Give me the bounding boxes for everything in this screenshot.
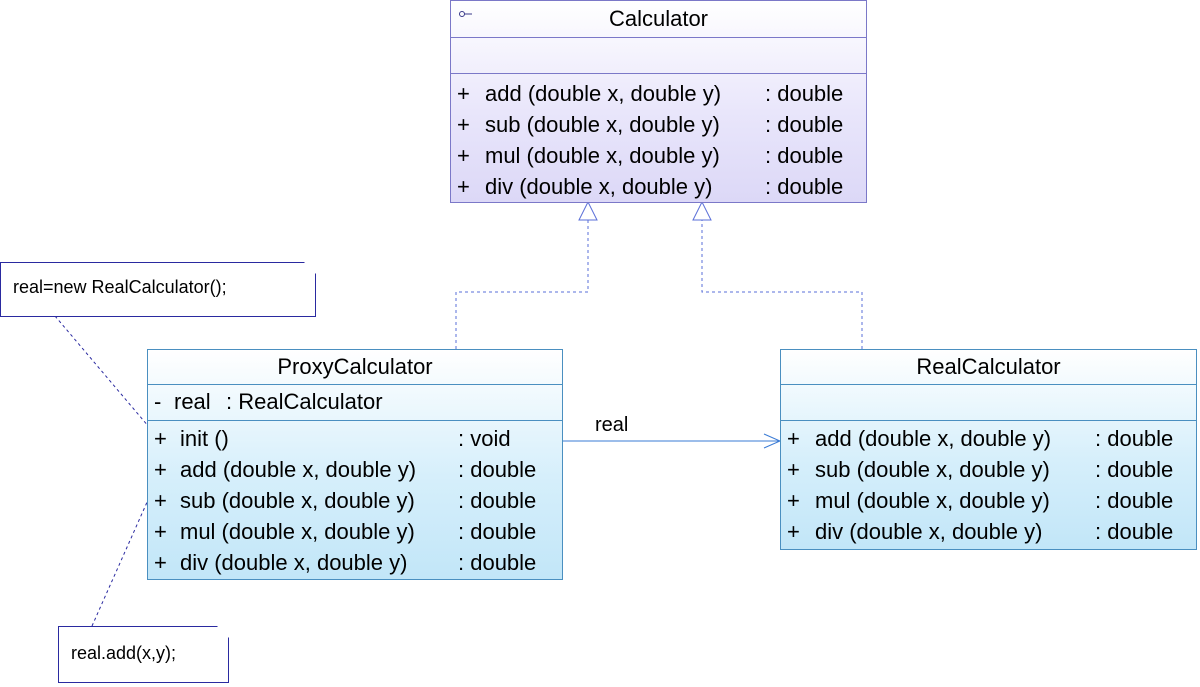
visibility: + — [457, 143, 470, 168]
note-text: real.add(x,y); — [71, 643, 177, 663]
class-calculator[interactable]: Calculator + add (double x, double y) : … — [450, 0, 867, 203]
attributes-compartment — [781, 385, 1196, 421]
class-name: RealCalculator — [781, 350, 1196, 385]
operations-compartment: + add (double x, double y) : double + su… — [781, 421, 1196, 547]
attributes-compartment: - real : RealCalculator — [148, 385, 562, 421]
operation-signature: div (double x, double y) — [180, 550, 408, 575]
operation-signature: mul (double x, double y) — [815, 488, 1050, 513]
visibility: + — [457, 81, 470, 106]
return-type: : double — [1095, 426, 1174, 451]
visibility: + — [457, 174, 470, 199]
operation-signature: add (double x, double y) — [180, 457, 417, 482]
attributes-compartment — [451, 38, 866, 74]
visibility: - — [154, 389, 162, 414]
return-type: : double — [765, 143, 844, 168]
realization-arrowhead-proxy — [578, 200, 598, 221]
operation-row: + div (double x, double y) : double — [148, 547, 562, 578]
association-role-label: real — [595, 414, 629, 436]
return-type: : double — [765, 174, 844, 199]
operations-compartment: + add (double x, double y) : double + su… — [451, 74, 866, 202]
operation-signature: add (double x, double y) — [815, 426, 1052, 451]
class-real-calculator[interactable]: RealCalculator + add (double x, double y… — [780, 349, 1197, 550]
operation-signature: add (double x, double y) — [485, 81, 722, 106]
operation-signature: init () — [180, 426, 229, 451]
operation-row: + add (double x, double y) : double — [148, 454, 562, 485]
operation-row: + sub (double x, double y) : double — [148, 485, 562, 516]
realization-line-proxy — [455, 220, 589, 349]
return-type: : double — [765, 81, 844, 106]
operation-row: + sub (double x, double y) : double — [781, 454, 1196, 485]
operation-signature: sub (double x, double y) — [180, 488, 415, 513]
class-proxy-calculator[interactable]: ProxyCalculator - real : RealCalculator … — [147, 349, 563, 580]
operation-row: + mul (double x, double y) : double — [451, 140, 866, 171]
operation-row: + div (double x, double y) : double — [781, 516, 1196, 547]
return-type: : double — [1095, 488, 1174, 513]
visibility: + — [787, 519, 800, 544]
attribute-row: - real : RealCalculator — [148, 385, 562, 419]
return-type: : double — [458, 519, 537, 544]
visibility: + — [154, 550, 167, 575]
realization-line-real — [701, 220, 863, 349]
visibility: + — [154, 426, 167, 451]
operation-row: + init () : void — [148, 423, 562, 454]
return-type: : double — [1095, 457, 1174, 482]
visibility: + — [787, 426, 800, 451]
operation-signature: div (double x, double y) — [485, 174, 713, 199]
visibility: + — [154, 488, 167, 513]
operation-row: + mul (double x, double y) : double — [148, 516, 562, 547]
interface-lollipop-icon — [459, 11, 472, 17]
realization-arrowhead-real — [692, 200, 712, 221]
note-text: real=new RealCalculator(); — [13, 277, 227, 297]
note-add[interactable]: real.add(x,y); — [58, 626, 229, 683]
visibility: + — [154, 457, 167, 482]
visibility: + — [154, 519, 167, 544]
operation-row: + div (double x, double y) : double — [451, 171, 866, 202]
operation-row: + add (double x, double y) : double — [781, 423, 1196, 454]
operation-row: + sub (double x, double y) : double — [451, 109, 866, 140]
operation-signature: mul (double x, double y) — [180, 519, 415, 544]
class-name: ProxyCalculator — [148, 350, 562, 385]
operation-row: + add (double x, double y) : double — [451, 78, 866, 109]
return-type: : double — [765, 112, 844, 137]
operation-signature: div (double x, double y) — [815, 519, 1043, 544]
operation-row: + mul (double x, double y) : double — [781, 485, 1196, 516]
operation-signature: sub (double x, double y) — [815, 457, 1050, 482]
operation-signature: mul (double x, double y) — [485, 143, 720, 168]
return-type: : void — [458, 426, 511, 451]
return-type: : double — [1095, 519, 1174, 544]
return-type: : double — [458, 457, 537, 482]
operations-compartment: + init () : void + add (double x, double… — [148, 421, 562, 578]
attribute-name: real — [174, 389, 211, 414]
attribute-type: : RealCalculator — [226, 389, 383, 414]
class-name: Calculator — [451, 1, 866, 38]
visibility: + — [787, 457, 800, 482]
visibility: + — [457, 112, 470, 137]
return-type: : double — [458, 550, 537, 575]
return-type: : double — [458, 488, 537, 513]
note-init[interactable]: real=new RealCalculator(); — [0, 262, 316, 317]
visibility: + — [787, 488, 800, 513]
operation-signature: sub (double x, double y) — [485, 112, 720, 137]
note-anchor-init — [54, 315, 161, 441]
